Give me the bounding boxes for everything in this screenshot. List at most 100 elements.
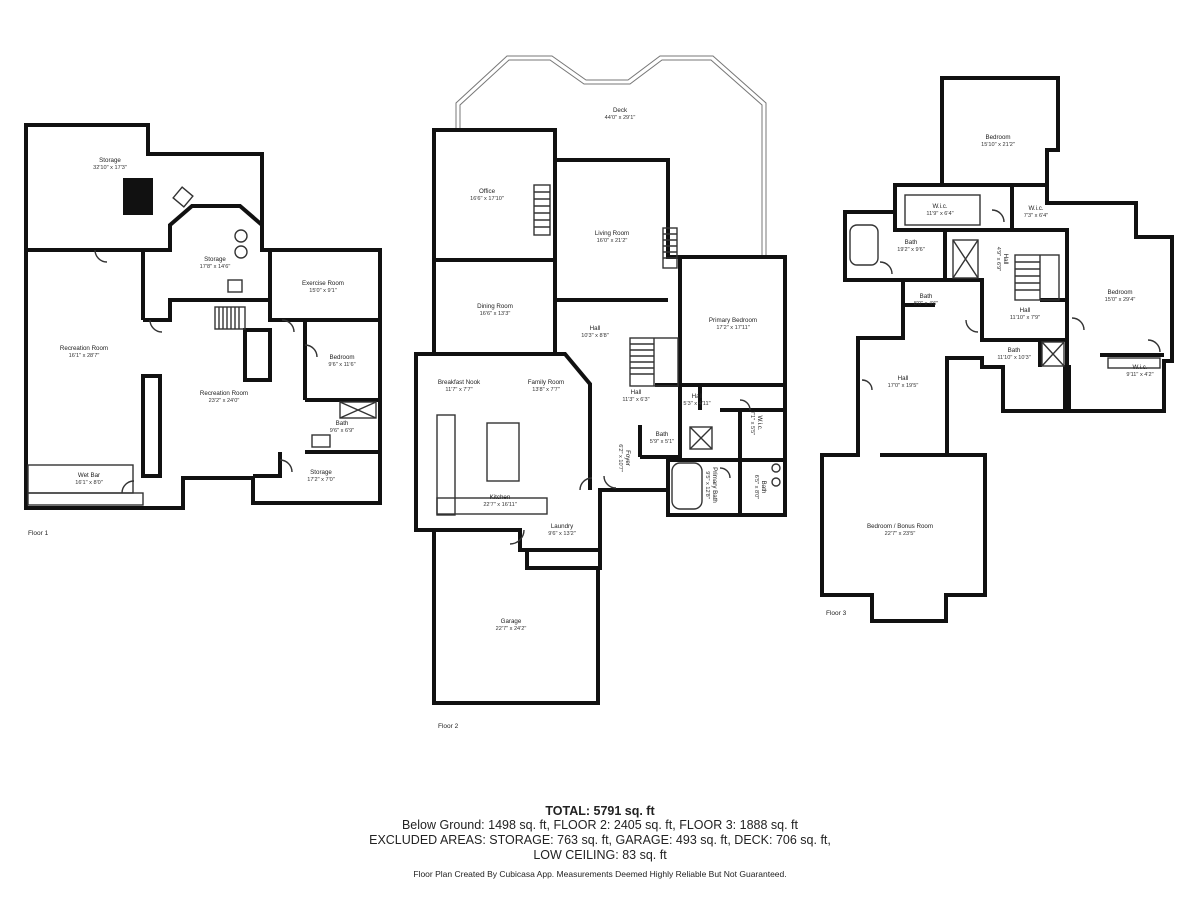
room-label: Bath (656, 431, 669, 438)
wet-bar-cabinets (27, 492, 144, 506)
door-swing (1071, 317, 1085, 331)
room-label: Primary Bath (711, 467, 718, 503)
floor-2-stairs (629, 337, 679, 387)
area-line-low-ceiling: LOW CEILING: 83 sq. ft (533, 848, 667, 862)
bathtub-icon (671, 462, 703, 510)
room-dims: 6'5" x 8'0" (753, 475, 759, 499)
floor-label: Floor 3 (826, 610, 847, 617)
room-label: Exercise Room (302, 280, 344, 287)
room-dims: 11'10" x 7'9" (1010, 315, 1040, 321)
door-swing (509, 529, 525, 545)
room-label: Storage (310, 469, 332, 476)
floor-label: Floor 1 (28, 530, 49, 537)
room-dims: 4'9" x 6'9" (995, 247, 1001, 271)
area-line-excluded: EXCLUDED AREAS: STORAGE: 763 sq. ft, GAR… (369, 833, 831, 847)
room-label: Storage (204, 256, 226, 263)
bathtub-icon (849, 224, 879, 266)
room-dims: 11'10" x 10'3" (997, 355, 1030, 361)
shower-icon (339, 401, 377, 419)
area-line-floors: Below Ground: 1498 sq. ft, FLOOR 2: 2405… (401, 818, 799, 832)
shower-icon (689, 426, 713, 450)
room-dims: 6'2" x 10'7" (617, 444, 623, 472)
room-label: Storage (99, 157, 121, 164)
fireplace-icon (533, 184, 551, 236)
room-label: Bedroom / Bonus Room (867, 523, 933, 530)
door-swing (861, 379, 873, 391)
room-dims: 17'2" x 7'0" (307, 477, 335, 483)
water-heater-icon (234, 245, 248, 259)
door-swing (304, 344, 318, 358)
door-swing (719, 467, 731, 479)
floor-2-outer-wall (414, 128, 787, 705)
floor-3-outer-wall (820, 76, 1174, 623)
kitchen-counter (436, 414, 456, 516)
credit-note: Floor Plan Created By Cubicasa App. Meas… (413, 869, 787, 879)
room-dims: 44'0" x 29'1" (605, 115, 636, 121)
room-label: Foyer (624, 450, 631, 466)
storage-fixture (172, 186, 194, 208)
room-dims: 22'7" x 23'5" (885, 531, 916, 537)
room-dims: 15'0" x 29'4" (1105, 297, 1136, 303)
room-dims: 7'3" x 6'4" (1024, 213, 1048, 219)
room-dims: 16'0" x 21'2" (597, 238, 628, 244)
closet-rail (1107, 357, 1161, 369)
room-dims: 9'6" x 6'9" (330, 428, 354, 434)
room-label: Bedroom (329, 354, 354, 361)
room-label: Hall (898, 375, 909, 382)
room-dims: 9'5" x 12'8" (704, 471, 710, 499)
room-dims: 11'7" x 7'7" (445, 387, 472, 393)
room-dims: 11'9" x 6'4" (926, 211, 953, 217)
floor-3-interior-walls (880, 183, 1164, 457)
room-dims: 10'3" x 8'8" (581, 333, 609, 339)
room-label: Bath (336, 420, 349, 427)
door-swing (121, 480, 135, 494)
floor-2-plan: Deck 44'0" x 29'1" Office 16'6" x 17'10"… (414, 55, 787, 730)
room-dims: 17'2" x 17'11" (716, 325, 749, 331)
kitchen-counter (436, 497, 548, 515)
room-dims: 16'6" x 13'3" (480, 311, 511, 317)
door-swing (281, 319, 295, 333)
room-label: Hall (631, 389, 642, 396)
door-swing (279, 459, 293, 473)
door-swing (149, 319, 163, 333)
door-swing (879, 261, 893, 275)
room-dims: 17'0" x 19'5" (888, 383, 919, 389)
door-swing (991, 209, 1005, 223)
room-dims: 19'2" x 9'6" (897, 247, 925, 253)
room-label: Hall (590, 325, 601, 332)
room-dims: 15'10" x 21'2" (981, 142, 1015, 148)
room-label: Garage (501, 618, 522, 625)
room-label: Bedroom (1107, 289, 1132, 296)
room-label: Office (479, 188, 496, 195)
room-dims: 22'7" x 24'2" (496, 626, 527, 632)
room-dims: 9'11" x 4'2" (1126, 372, 1153, 378)
room-label: Bedroom (985, 134, 1010, 141)
room-dims: 9'6" x 13'2" (548, 531, 576, 537)
door-swing (579, 477, 593, 491)
sink-icon (771, 477, 781, 487)
room-dims: 15'0" x 9'1" (309, 288, 337, 294)
room-dims: 5'9" x 5'1" (650, 439, 674, 445)
room-label: Bath (760, 481, 767, 494)
shower-icon (952, 239, 979, 279)
storage-box (227, 279, 243, 293)
deck-outline (455, 55, 767, 257)
floor-1-stairs (214, 306, 246, 330)
area-breakdown: Below Ground: 1498 sq. ft, FLOOR 2: 2405… (0, 818, 1200, 863)
sink-icon (771, 463, 781, 473)
room-dims: 22'7" x 16'11" (483, 502, 516, 508)
room-label: Family Room (528, 379, 564, 386)
floor-1-interior-walls (24, 204, 380, 490)
room-label: Dining Room (477, 303, 513, 310)
door-swing (739, 399, 751, 411)
kitchen-island (486, 422, 520, 482)
room-label: Laundry (551, 523, 574, 530)
floor-3-stairs (1014, 254, 1060, 301)
room-dims: 11'3" x 6'3" (622, 397, 649, 403)
fireplace-icon (662, 227, 678, 269)
closet-rail (904, 194, 981, 226)
room-dims: 17'8" x 14'6" (200, 264, 231, 270)
floor-3-plan: Bedroom 15'10" x 21'2" W.i.c. 11'9" x 6'… (820, 76, 1174, 623)
door-swing (603, 475, 617, 489)
